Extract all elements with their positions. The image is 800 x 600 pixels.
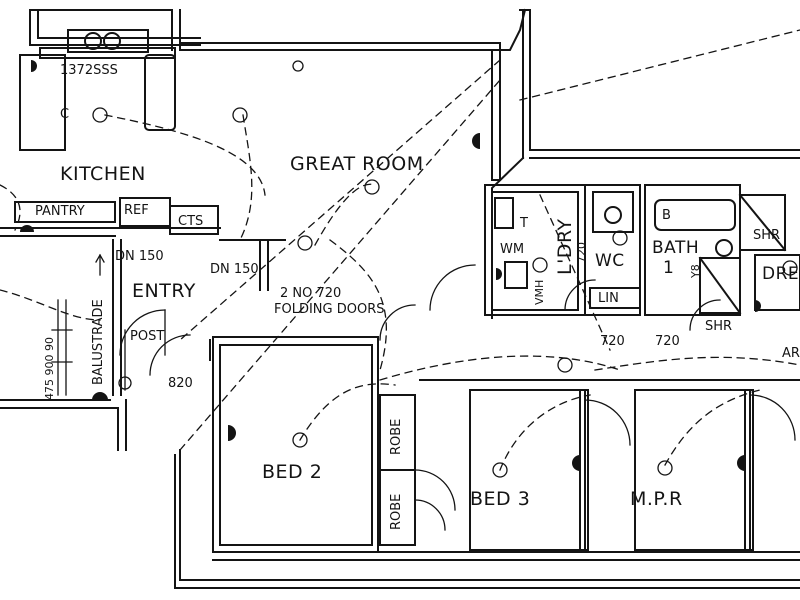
wm-label: WM bbox=[500, 242, 525, 257]
light-points bbox=[92, 60, 798, 478]
cts-label: CTS bbox=[178, 214, 204, 229]
room-label-entry: ENTRY bbox=[132, 280, 196, 302]
robe-lower-label: ROBE bbox=[389, 493, 404, 530]
door-720-laundry-label: 720 bbox=[575, 242, 588, 263]
robe-upper-label: ROBE bbox=[389, 418, 404, 455]
dn150-entry-label: DN 150 bbox=[115, 249, 164, 264]
bath-b-label: B bbox=[662, 208, 671, 223]
outer-walls bbox=[0, 8, 800, 589]
sink-code-label: 1372SSS bbox=[60, 63, 118, 78]
pantry-label: PANTRY bbox=[35, 204, 85, 219]
room-label-great-room: GREAT ROOM bbox=[290, 153, 424, 175]
room-label-wc: WC bbox=[595, 251, 625, 271]
vmh-label: VMH bbox=[533, 279, 546, 305]
wiring-dashes bbox=[0, 29, 800, 471]
room-label-mpr: M.P.R bbox=[630, 488, 683, 510]
outlet-markers bbox=[20, 60, 761, 471]
lin-label: LIN bbox=[598, 291, 619, 306]
balustrade-label: BALUSTRADE bbox=[91, 299, 106, 385]
ref-label: REF bbox=[124, 203, 149, 218]
room-label-bed3: BED 3 bbox=[470, 488, 531, 510]
room-label-laundry: L'DRY bbox=[554, 218, 576, 275]
room-label-dress: DRES bbox=[762, 264, 800, 284]
room-label-bed2: BED 2 bbox=[262, 461, 323, 483]
folding-doors-count-label: 2 NO 720 bbox=[280, 286, 342, 301]
balustrade-dims bbox=[51, 253, 126, 396]
post-label: POST bbox=[130, 329, 165, 344]
shower-top-label: SHR bbox=[753, 228, 781, 243]
wet-areas bbox=[484, 184, 800, 316]
door-720-bath-label: 720 bbox=[655, 334, 680, 349]
room-label-kitchen: KITCHEN bbox=[60, 163, 146, 185]
room-label-bath: BATH bbox=[652, 238, 700, 258]
room-label-bath-number: 1 bbox=[663, 258, 675, 278]
folding-doors-label: FOLDING DOORS bbox=[274, 302, 385, 317]
dn150-great-room-label: DN 150 bbox=[210, 262, 259, 277]
kitchen-counters bbox=[0, 29, 221, 237]
vertical-dimensions-label: 475 900 90 bbox=[43, 337, 56, 400]
entry-walls bbox=[112, 239, 286, 396]
c-label: C bbox=[60, 107, 70, 122]
door-820-label: 820 bbox=[168, 376, 193, 391]
trough-label: T bbox=[520, 216, 528, 231]
yb-label: Y8 bbox=[689, 264, 702, 278]
door-720-lin-label: 720 bbox=[600, 334, 625, 349]
door-swings bbox=[119, 264, 796, 531]
bedroom-block bbox=[212, 336, 800, 561]
ar-label: AR bbox=[782, 346, 800, 361]
shower-bottom-label: SHR bbox=[705, 319, 733, 334]
